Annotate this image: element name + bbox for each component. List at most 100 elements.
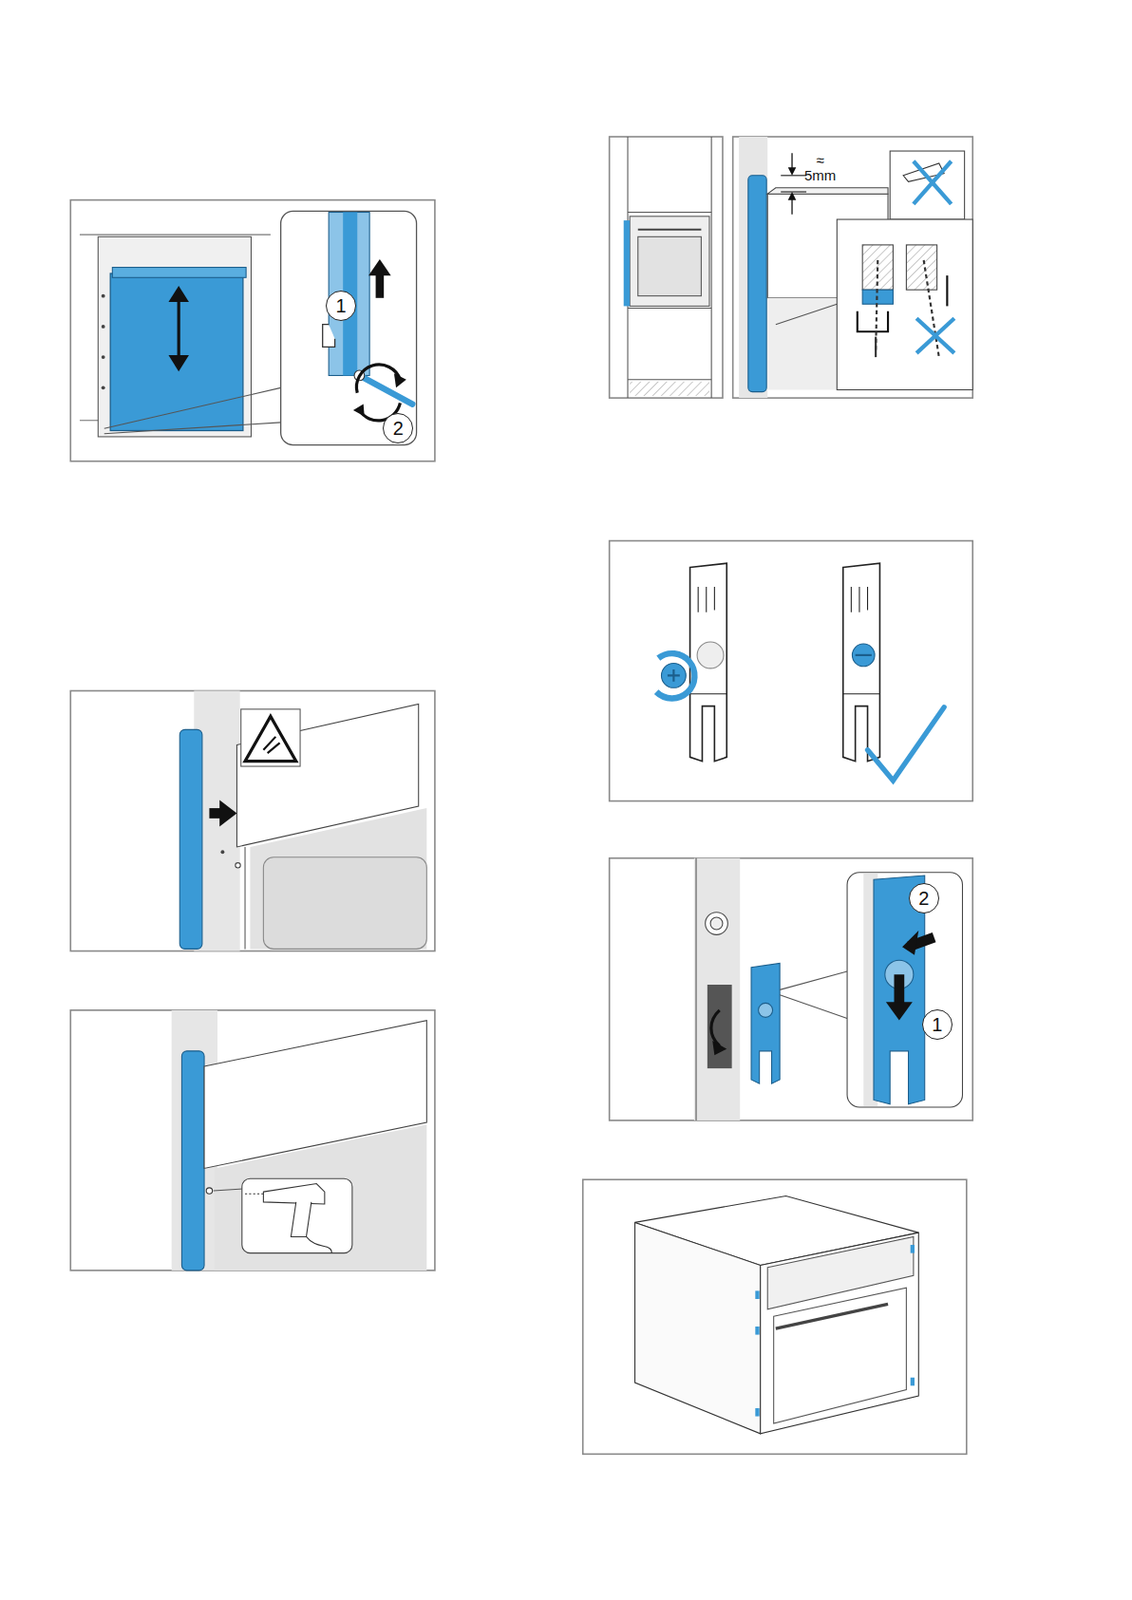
- callout-number: 2: [382, 413, 414, 444]
- panel-gap-detail-part: [733, 136, 974, 398]
- panel-clip-insert-part: [758, 1002, 774, 1018]
- panel-cabinet-overview-part: [629, 216, 710, 307]
- panel-clip-screw-part: [656, 653, 695, 699]
- panel-push-in-part: [219, 800, 237, 828]
- callout-number: 1: [325, 290, 357, 321]
- panel-drill-part: [206, 1188, 212, 1194]
- panel-gap-detail-part: [874, 337, 877, 358]
- panel-door-adjust-part: [79, 234, 271, 236]
- panel-clip-insert-part: [707, 984, 733, 1069]
- panel-clip-insert-part: [779, 971, 848, 990]
- panel-finished-part: [760, 1232, 920, 1434]
- panel-clip-insert-part: [695, 858, 697, 1121]
- panel-clip-insert-part: [751, 962, 780, 1084]
- panel-clip-screw-part: [855, 654, 872, 657]
- panel-cabinet-overview-part: [629, 381, 710, 397]
- panel-drill-part: [213, 1188, 244, 1191]
- panel-gap-detail-part: [775, 303, 837, 324]
- panel-door-adjust-part: [168, 355, 189, 372]
- panel-push-in-part: [263, 736, 280, 754]
- callout-text: 2: [918, 888, 929, 908]
- panel-finished-part: [767, 1236, 914, 1309]
- panel-clip-insert-part: [694, 858, 740, 1121]
- panel-gap-detail-part: [913, 161, 952, 205]
- panel-door-adjust-part: [110, 273, 244, 431]
- panel-push-in-part: [241, 709, 301, 767]
- panel-clip-insert-part: [779, 995, 848, 1019]
- panel-gap-detail-part: [945, 275, 948, 306]
- panel-gap-detail-part: [780, 190, 807, 192]
- panel-clip-screw-part: [867, 707, 945, 781]
- panel-clip-insert-part: [712, 1040, 727, 1056]
- panel-door-adjust-part: [322, 324, 336, 348]
- panel-cabinet-overview: [609, 136, 723, 398]
- panel-push-in-part: [263, 857, 427, 950]
- panel-cabinet-overview-part: [627, 307, 712, 309]
- panel-finished-part: [910, 1245, 915, 1254]
- dimension-label: ≈ 5mm: [800, 152, 841, 184]
- panel-door-adjust: [70, 200, 435, 462]
- panel-push-in-part: [245, 716, 297, 761]
- panel-door-adjust-part: [394, 373, 407, 388]
- panel-door-adjust-part: [101, 385, 106, 390]
- panel-push-in: [70, 691, 435, 952]
- panel-cabinet-overview-part: [638, 236, 702, 296]
- panel-door-adjust-part: [104, 387, 282, 429]
- panel-gap-detail-part: [913, 161, 952, 205]
- panel-clip-screw: [609, 541, 974, 802]
- callout-text: 1: [335, 296, 346, 316]
- panel-drill-part: [306, 1236, 333, 1253]
- panel-door-adjust-part: [368, 259, 392, 276]
- panel-clip-insert-part: [711, 1010, 720, 1047]
- panel-drill-part: [290, 1202, 311, 1238]
- panel-drill-part: [245, 1193, 264, 1195]
- panel-door-adjust-part: [353, 404, 365, 417]
- panel-door-adjust-part: [104, 422, 282, 434]
- panel-push-in-part: [70, 691, 435, 952]
- panel-clip-screw-part: [850, 586, 868, 613]
- panel-finished-part: [775, 1303, 888, 1329]
- panel-push-in-part: [179, 729, 203, 949]
- panel-door-adjust-part: [356, 364, 400, 394]
- panel-finished: [583, 1179, 967, 1454]
- panel-door-adjust-part: [177, 298, 181, 359]
- panel-finished-part: [773, 1287, 907, 1424]
- callout-number: 1: [922, 1009, 953, 1040]
- panel-drill-part: [181, 1051, 205, 1271]
- panel-clip-insert-part: [847, 872, 963, 1108]
- panel-drill: [70, 1010, 435, 1271]
- panel-gap-detail-part: [916, 318, 955, 354]
- panel-gap-detail: [733, 136, 974, 398]
- panel-clip-screw-part: [690, 693, 728, 695]
- panel-push-in-part: [249, 808, 427, 949]
- panel-gap-detail-part: [857, 311, 888, 332]
- panel-cabinet-overview-part: [711, 136, 713, 398]
- panel-clip-insert-part: [886, 1001, 913, 1020]
- panel-clip-screw-part: [697, 641, 724, 669]
- panel-clip-insert-part: [705, 912, 729, 936]
- panel-door-adjust-part: [79, 419, 100, 421]
- panel-gap-detail-part: [738, 136, 768, 398]
- panel-gap-detail-part: [836, 219, 973, 390]
- panel-door-adjust-part: [101, 324, 106, 329]
- panel-door-adjust-part: [112, 267, 246, 279]
- panel-clip-screw-part: [698, 586, 715, 613]
- panel-push-in-part: [244, 847, 246, 949]
- panel-gap-detail-part: [905, 245, 937, 290]
- panel-cabinet-overview-part: [609, 136, 723, 398]
- panel-gap-detail-part: [788, 167, 797, 176]
- panel-finished-part: [910, 1377, 915, 1387]
- panel-clip-insert-part: [893, 974, 905, 1005]
- panel-door-adjust-part: [376, 273, 385, 299]
- panel-push-in-part: [220, 849, 225, 854]
- panel-clip-insert: [609, 858, 974, 1121]
- panel-clip-screw-part: [851, 643, 875, 667]
- panel-clip-screw-part: [690, 563, 728, 761]
- panel-door-adjust-part: [97, 236, 251, 437]
- panel-gap-detail-part: [780, 174, 807, 176]
- panel-cabinet-overview-part: [638, 228, 702, 231]
- panel-gap-detail-part: [916, 318, 955, 354]
